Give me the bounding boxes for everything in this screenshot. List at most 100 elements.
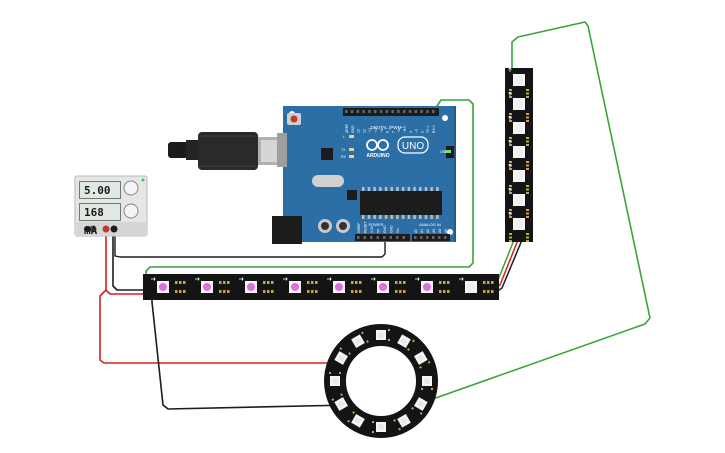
power-pin-label: RESET bbox=[364, 222, 368, 233]
uno-label: UNO bbox=[402, 141, 424, 152]
pad bbox=[411, 407, 414, 410]
ring-led-die bbox=[401, 417, 407, 424]
digital-header[interactable] bbox=[343, 108, 439, 116]
arduino-uno-board[interactable]: DIGITAL (PWM~) ARDUINO UNO POWER ANALOG … bbox=[272, 106, 456, 244]
terminal-positive[interactable] bbox=[102, 225, 110, 233]
digital-pin-label: ~11 bbox=[368, 127, 372, 133]
pad bbox=[398, 427, 401, 431]
digital-pin-label: 7 bbox=[391, 131, 395, 133]
wire-black-gnd-strip[interactable] bbox=[112, 229, 159, 291]
pad bbox=[329, 372, 331, 374]
header-pin bbox=[402, 236, 405, 239]
ring-led-die bbox=[338, 401, 345, 407]
wire-black-gnd-ring[interactable] bbox=[151, 296, 351, 410]
usb-cable[interactable] bbox=[168, 132, 282, 170]
pad bbox=[447, 281, 450, 284]
strip-v-pixels bbox=[508, 67, 529, 242]
power-pin-label: GND bbox=[390, 225, 394, 233]
header-pin bbox=[426, 110, 429, 113]
pad bbox=[439, 290, 442, 293]
ring-led-die bbox=[417, 401, 424, 407]
ring-led[interactable] bbox=[397, 333, 415, 351]
ring-led[interactable] bbox=[413, 351, 431, 369]
power-header[interactable] bbox=[355, 234, 410, 241]
arrow-icon bbox=[151, 277, 156, 281]
led-label-l: L bbox=[343, 135, 345, 139]
digital-pin-label: 13 bbox=[357, 129, 361, 133]
chip-pin bbox=[430, 187, 433, 191]
pad bbox=[348, 352, 351, 355]
pad bbox=[271, 290, 274, 293]
neopixel-strip-horizontal[interactable] bbox=[143, 274, 499, 300]
wire-red-strip-link[interactable] bbox=[495, 239, 519, 289]
pad bbox=[366, 340, 369, 343]
header-pin bbox=[420, 236, 423, 239]
pad bbox=[421, 388, 423, 390]
ring-led-die bbox=[417, 355, 424, 361]
ring-led[interactable] bbox=[393, 413, 411, 431]
analog-pin-label: A5 bbox=[444, 229, 448, 233]
pad bbox=[227, 290, 230, 293]
wire-red-vcc-ring[interactable] bbox=[99, 289, 346, 364]
pad bbox=[311, 281, 314, 284]
ring-led[interactable] bbox=[347, 411, 365, 428]
chip-pin bbox=[373, 187, 376, 191]
power-label: POWER bbox=[368, 222, 383, 227]
analog-pin-label: A1 bbox=[420, 229, 424, 233]
voltage-knob[interactable] bbox=[123, 180, 139, 196]
usb-b-port[interactable] bbox=[277, 133, 287, 167]
pad bbox=[179, 290, 182, 293]
terminal-neutral[interactable] bbox=[89, 225, 97, 233]
pad bbox=[219, 281, 222, 284]
pad bbox=[491, 281, 494, 284]
power-jack[interactable] bbox=[272, 216, 302, 244]
terminal-negative[interactable] bbox=[110, 225, 118, 233]
arrow-icon bbox=[195, 277, 200, 281]
header-pin bbox=[408, 110, 412, 113]
neopixel-led-die bbox=[159, 283, 167, 291]
ring-led[interactable] bbox=[411, 397, 428, 415]
neopixel-led-die bbox=[515, 220, 523, 228]
pad bbox=[439, 281, 442, 284]
pad bbox=[487, 290, 490, 293]
pad bbox=[509, 137, 512, 139]
digital-pin-label: 8 bbox=[386, 131, 390, 133]
pad bbox=[526, 233, 529, 235]
header-pin bbox=[350, 110, 354, 113]
pad bbox=[359, 281, 362, 284]
chip-pin bbox=[430, 215, 433, 219]
ring-led[interactable] bbox=[372, 421, 386, 433]
ring-led-die bbox=[378, 424, 384, 430]
pad bbox=[361, 331, 364, 335]
current-knob[interactable] bbox=[123, 203, 139, 219]
chip-pin bbox=[424, 215, 428, 219]
arduino-logo-text: ARDUINO bbox=[366, 153, 389, 159]
ring-led[interactable] bbox=[333, 347, 351, 365]
digital-pin-label: ~3 bbox=[415, 129, 419, 133]
wire-green-ring-data[interactable] bbox=[429, 21, 651, 401]
arrow-icon bbox=[239, 277, 244, 281]
wire-black-gnd-arduino[interactable] bbox=[114, 231, 386, 258]
header-pin bbox=[379, 110, 383, 113]
ring-led[interactable] bbox=[376, 329, 390, 341]
neopixel-led-die bbox=[379, 283, 387, 291]
neopixel-ring[interactable] bbox=[324, 324, 438, 438]
header-pin bbox=[385, 110, 389, 113]
pad bbox=[263, 290, 266, 293]
header-pin bbox=[403, 110, 406, 113]
ring-led[interactable] bbox=[421, 376, 433, 390]
chip-pin bbox=[379, 215, 382, 219]
ring-led[interactable] bbox=[351, 331, 369, 348]
analog-header[interactable] bbox=[412, 234, 450, 241]
pad bbox=[331, 398, 335, 401]
neopixel-strip-vertical[interactable] bbox=[505, 67, 533, 242]
power-pin-label: IOREF bbox=[357, 223, 361, 233]
digital-pin-label: 2 bbox=[420, 131, 424, 133]
wire-red-vcc-strip[interactable] bbox=[105, 229, 159, 295]
header-pin bbox=[396, 236, 399, 239]
ring-led[interactable] bbox=[329, 372, 341, 386]
digital-label: DIGITAL (PWM~) bbox=[371, 125, 406, 130]
ring-led[interactable] bbox=[331, 393, 348, 411]
